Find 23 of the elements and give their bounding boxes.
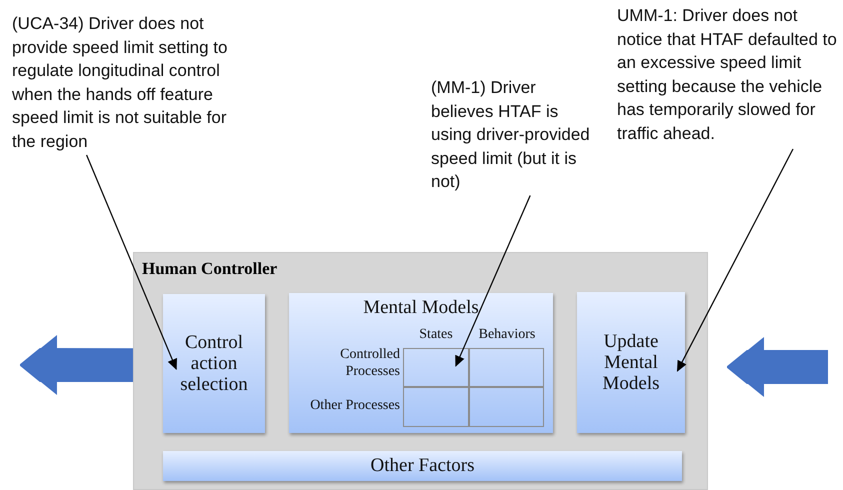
leader-arrow <box>86 154 177 370</box>
panel-title: Human Controller <box>142 259 278 279</box>
annotation-text: (UCA-34) Driver does not provide speed limit setting to regulate longitudinal control when the hands off feature speed limit is not suitable for the region <box>12 12 238 153</box>
grid-cell <box>469 387 544 427</box>
grid-cell <box>469 348 544 387</box>
grid-cell <box>403 348 469 387</box>
block-arrow <box>20 335 133 396</box>
box-title: Mental Models <box>362 297 480 318</box>
grid-heading: States <box>418 327 454 344</box>
grid-heading: Controlled Processes <box>339 347 400 381</box>
leader-arrow <box>455 195 531 367</box>
annotation-text: UMM-1: Driver does not notice that HTAF defaulted to an excessive speed limit setting because the vehicle has temporarily slowed for traffic ahead. <box>617 4 837 145</box>
grid-heading: Other Processes <box>309 398 400 415</box>
leader-arrow <box>676 148 794 372</box>
process-box: Other Factors <box>163 451 682 481</box>
process-box: Control action selection <box>163 294 265 433</box>
block-arrow <box>727 337 828 397</box>
process-box: Update Mental Models <box>577 292 685 433</box>
grid-heading: Behaviors <box>478 327 536 344</box>
annotation-text: (MM-1) Driver believes HTAF is using driver-provided speed limit (but it is not) <box>431 76 591 194</box>
grid-cell <box>403 387 469 427</box>
process-box <box>289 293 553 433</box>
controller-panel <box>133 252 708 490</box>
